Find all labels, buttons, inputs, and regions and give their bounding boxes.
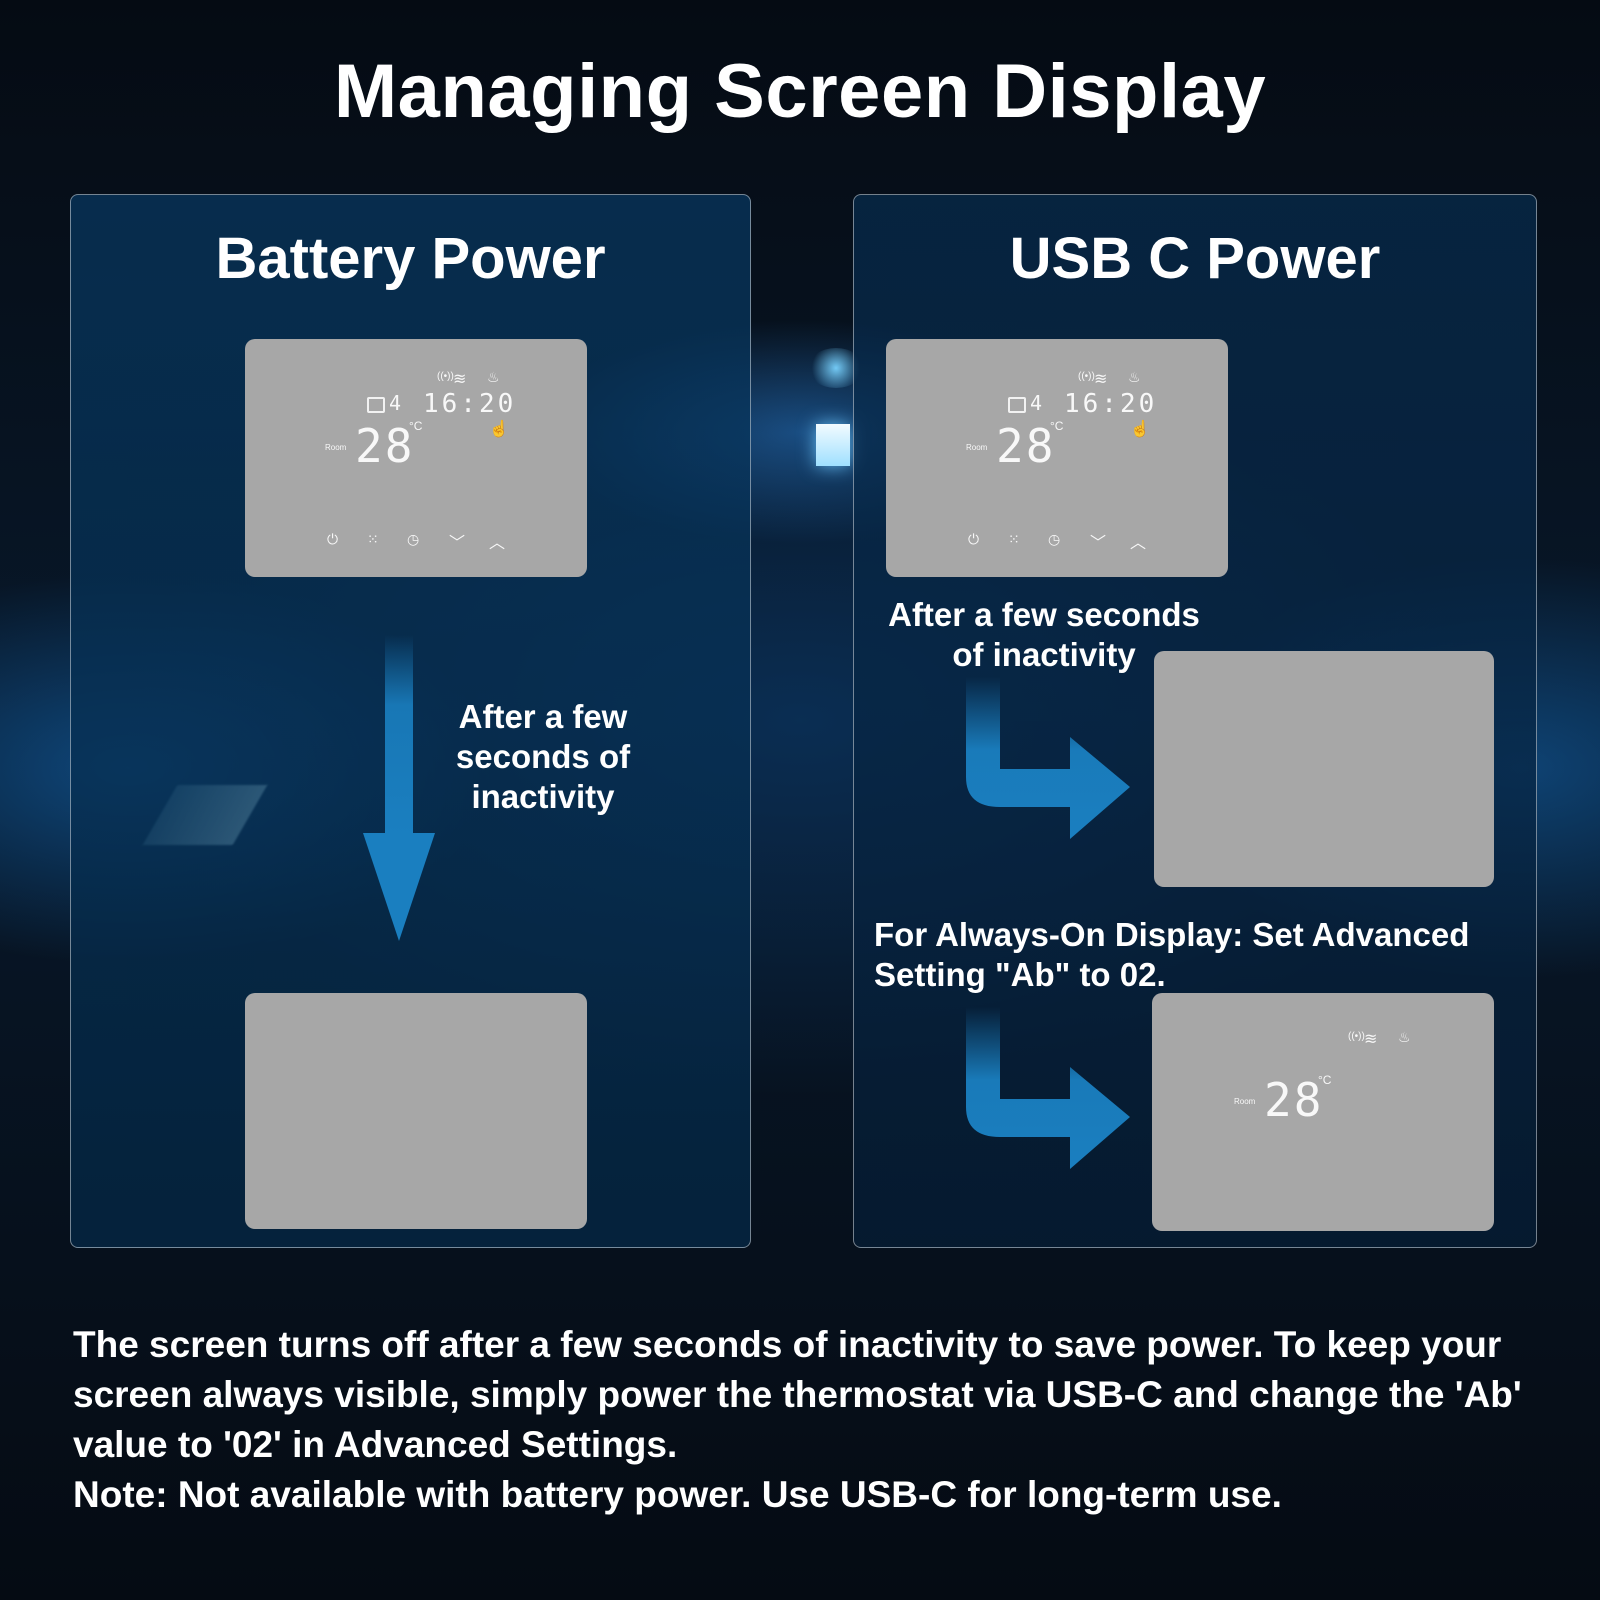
arrow-bent-right-icon	[966, 677, 1130, 839]
lcd-day: 4	[1030, 391, 1043, 415]
lcd-time: 16:20	[423, 389, 517, 419]
lcd-temperature: 28	[355, 419, 415, 473]
usb-c-power-title: USB C Power	[1009, 226, 1381, 291]
lcd-room-label: Room	[325, 443, 347, 452]
calendar-icon	[367, 397, 385, 413]
thermostat-display-off	[1154, 651, 1494, 887]
menu-grid-icon[interactable]: ⁙	[1008, 531, 1020, 547]
lcd-screen: 4 16:20 ≋ ((•)) ♨ Room 28 °C ☝ ⏻ ⁙ ◷ ﹀ ︿	[245, 339, 587, 577]
lcd-room-label: Room	[1234, 1097, 1256, 1106]
chevron-up-icon[interactable]: ︿	[1130, 535, 1147, 552]
hand-icon: ☝	[1130, 421, 1150, 438]
usb-c-power-panel: USB C Power 4 16:20 ((•)) ≋ ♨ Room 28 °C…	[853, 194, 1537, 1248]
page-title: Managing Screen Display	[333, 49, 1267, 134]
thermostat-display-on: 4 16:20 ≋ ((•)) ♨ Room 28 °C ☝ ⏻ ⁙ ◷ ﹀ ︿	[245, 339, 587, 577]
arrow-down-icon	[363, 635, 435, 941]
description-text: The screen turns off after a few seconds…	[73, 1324, 1522, 1465]
clock-icon[interactable]: ◷	[407, 531, 420, 547]
arrow-bent-right-icon	[966, 1007, 1130, 1169]
signal-icon: ((•))	[437, 371, 454, 382]
lcd-unit: °C	[1318, 1073, 1332, 1087]
lcd-temperature: 28	[1264, 1073, 1324, 1127]
lcd-room-label: Room	[966, 443, 988, 452]
battery-power-panel: Battery Power 4 16:20 ≋ ((•)) ♨ Room 28 …	[70, 194, 751, 1248]
heating-icon: ♨	[1398, 1029, 1411, 1045]
lcd-screen: 4 16:20 ((•)) ≋ ♨ Room 28 °C ☝ ⏻ ⁙ ◷ ﹀ ︿	[886, 339, 1228, 577]
lcd-unit: °C	[1050, 419, 1064, 433]
usb-caption-always-on: For Always-On Display: Set Advanced Sett…	[874, 916, 1470, 993]
wifi-icon: ≋	[453, 371, 467, 388]
description-note: Note: Not available with battery power. …	[73, 1474, 1282, 1515]
description: The screen turns off after a few seconds…	[73, 1320, 1553, 1520]
lcd-screen: ((•)) ≋ ♨ Room 28 °C	[1152, 993, 1494, 1231]
thermostat-display-on: 4 16:20 ((•)) ≋ ♨ Room 28 °C ☝ ⏻ ⁙ ◷ ﹀ ︿	[886, 339, 1228, 577]
chevron-down-icon[interactable]: ﹀	[1090, 535, 1107, 552]
lcd-temperature: 28	[996, 419, 1056, 473]
thermostat-display-always-on: ((•)) ≋ ♨ Room 28 °C	[1152, 993, 1494, 1231]
chevron-down-icon[interactable]: ﹀	[449, 535, 466, 552]
clock-icon[interactable]: ◷	[1048, 531, 1061, 547]
lcd-unit: °C	[409, 419, 423, 433]
wifi-icon: ≋	[1364, 1031, 1378, 1048]
heating-icon: ♨	[487, 369, 500, 385]
power-icon[interactable]: ⏻	[968, 531, 980, 547]
wifi-icon: ≋	[1094, 371, 1108, 388]
signal-icon: ((•))	[1348, 1031, 1365, 1042]
lcd-day: 4	[389, 391, 402, 415]
signal-icon: ((•))	[1078, 371, 1095, 382]
thermostat-display-off	[245, 993, 587, 1229]
lcd-time: 16:20	[1064, 389, 1158, 419]
glow-block	[816, 424, 850, 466]
menu-grid-icon[interactable]: ⁙	[367, 531, 379, 547]
battery-power-title: Battery Power	[215, 226, 606, 291]
battery-caption: After a few seconds of inactivity	[455, 698, 631, 815]
usb-caption-inactivity: After a few seconds of inactivity	[888, 596, 1200, 673]
chevron-up-icon[interactable]: ︿	[489, 535, 506, 552]
hand-icon: ☝	[489, 421, 509, 438]
heating-icon: ♨	[1128, 369, 1141, 385]
calendar-icon	[1008, 397, 1026, 413]
power-icon[interactable]: ⏻	[327, 531, 339, 547]
